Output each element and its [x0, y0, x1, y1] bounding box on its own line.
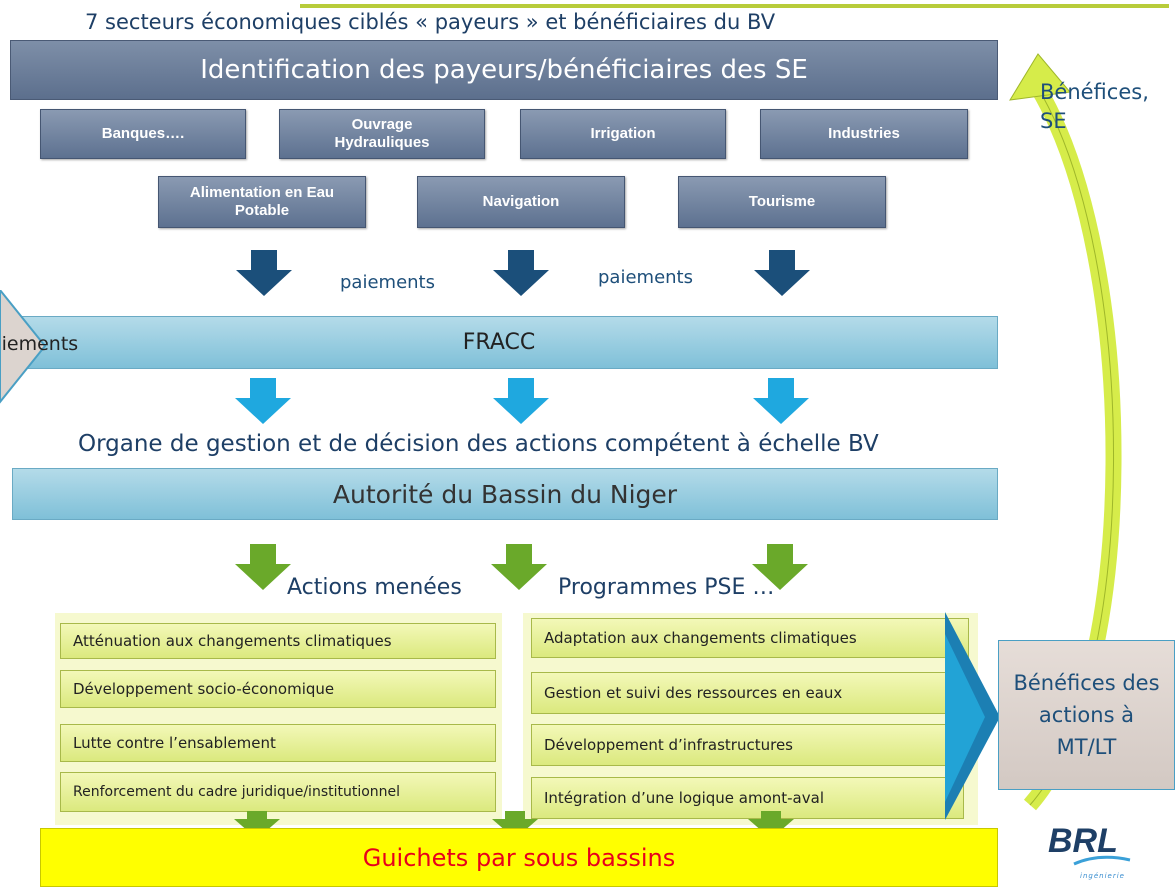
- benefits-se-line2: SE: [1040, 109, 1067, 133]
- action-item: Renforcement du cadre juridique/institut…: [60, 772, 496, 812]
- sector-label: Banques….: [101, 125, 185, 142]
- brl-logo: BRL ingénierie: [1028, 812, 1168, 884]
- benefits-actions-label: Bénéfices des actions à MT/LT: [1013, 671, 1160, 759]
- autorite-box: Autorité du Bassin du Niger: [12, 468, 998, 520]
- sector-navigation: Navigation: [417, 176, 625, 228]
- actions-menees-label: Actions menées: [287, 575, 462, 600]
- guichet-arrow-down-icon: [234, 811, 280, 839]
- payment-arrow-down-icon: [754, 250, 810, 296]
- sector-label: Navigation: [482, 193, 560, 210]
- fund-arrow-down-icon: [235, 378, 291, 424]
- action-item: Adaptation aux changements climatiques: [531, 618, 969, 658]
- sector-label: Tourisme: [748, 193, 816, 210]
- benefits-se-label: Bénéfices, SE: [1040, 78, 1149, 136]
- payment-arrow-down-icon: [493, 250, 549, 296]
- action-item: Lutte contre l’ensablement: [60, 724, 496, 762]
- identification-label: Identification des payeurs/bénéficiaires…: [200, 55, 808, 85]
- logo-main-text: BRL: [1048, 822, 1118, 860]
- guichets-box: Guichets par sous bassins: [40, 828, 998, 887]
- payment-arrow-down-icon: [236, 250, 292, 296]
- identification-box: Identification des payeurs/bénéficiaires…: [10, 40, 998, 100]
- action-label: Gestion et suivi des ressources en eaux: [544, 684, 843, 702]
- action-arrow-down-icon: [491, 544, 547, 590]
- fracc-label: FRACC: [462, 330, 536, 355]
- action-label: Développement d’infrastructures: [544, 736, 793, 754]
- action-label: Développement socio-économique: [73, 680, 335, 698]
- action-arrow-down-icon: [235, 544, 291, 590]
- benefits-se-line1: Bénéfices,: [1040, 80, 1149, 104]
- sector-label: Ouvrage Hydrauliques: [334, 116, 430, 151]
- action-item: Gestion et suivi des ressources en eaux: [531, 672, 964, 714]
- sector-industries: Industries: [760, 109, 968, 159]
- payments-label: paiements: [340, 272, 435, 293]
- left-payments-arrow-icon: [0, 290, 47, 404]
- sector-ouvrage-hydrauliques: Ouvrage Hydrauliques: [279, 109, 485, 159]
- sector-irrigation: Irrigation: [520, 109, 726, 159]
- action-arrow-down-icon: [752, 544, 808, 590]
- top-divider-line: [300, 4, 1169, 8]
- action-item: Intégration d’une logique amont-aval: [531, 777, 964, 819]
- sector-label: Irrigation: [590, 125, 656, 142]
- left-payments-label: aiements: [0, 333, 79, 355]
- payments-label: paiements: [598, 267, 693, 288]
- fund-arrow-down-icon: [753, 378, 809, 424]
- autorite-label: Autorité du Bassin du Niger: [332, 479, 678, 509]
- action-item: Développement d’infrastructures: [531, 724, 964, 766]
- guichet-arrow-down-icon: [492, 811, 538, 839]
- benefits-wedge-arrow-icon: [945, 612, 1000, 820]
- logo-sub-text: ingénierie: [1080, 872, 1125, 880]
- sector-banques: Banques….: [40, 109, 246, 159]
- action-label: Adaptation aux changements climatiques: [544, 629, 857, 647]
- sector-label: Alimentation en Eau Potable: [189, 184, 335, 219]
- action-label: Intégration d’une logique amont-aval: [544, 789, 824, 807]
- guichets-label: Guichets par sous bassins: [362, 843, 676, 872]
- sector-tourisme: Tourisme: [678, 176, 886, 228]
- guichet-arrow-down-icon: [748, 811, 794, 839]
- organe-heading: Organe de gestion et de décision des act…: [78, 431, 879, 457]
- logo-swoosh-icon: [1073, 855, 1131, 866]
- benefits-actions-box: Bénéfices des actions à MT/LT: [998, 640, 1175, 790]
- action-label: Renforcement du cadre juridique/institut…: [73, 784, 401, 800]
- action-label: Lutte contre l’ensablement: [73, 734, 276, 752]
- action-item: Développement socio-économique: [60, 670, 496, 708]
- fracc-box: FRACC: [0, 316, 998, 369]
- action-label: Atténuation aux changements climatiques: [73, 632, 392, 650]
- diagram-title: 7 secteurs économiques ciblés « payeurs …: [85, 10, 776, 34]
- fund-arrow-down-icon: [493, 378, 549, 424]
- programmes-pse-label: Programmes PSE …: [558, 575, 775, 600]
- action-item: Atténuation aux changements climatiques: [60, 623, 496, 659]
- sector-alimentation-eau: Alimentation en Eau Potable: [158, 176, 366, 228]
- sector-label: Industries: [828, 125, 900, 142]
